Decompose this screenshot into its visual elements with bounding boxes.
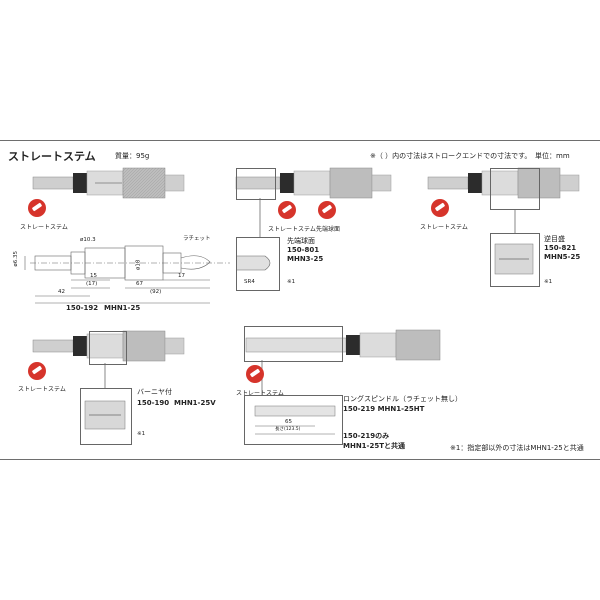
model-821-desc: 逆目盛 [544,235,565,243]
straight-stem-label: ストレートステム [20,224,68,231]
dim-17b: 17 [178,273,185,279]
straight-stem-icon [431,199,449,217]
dim-d-spindle: ø10.3 [80,237,96,243]
callout-219-top [244,326,343,362]
straight-stem-icon [28,362,46,380]
straight-stem-icon [246,365,264,383]
main-model-name: MHN1-25 [104,304,141,312]
dim-15: 15 [90,273,97,279]
model-801-desc: 先端球面 [287,237,315,245]
model-801-note: ※1 [287,279,296,285]
tip-spherical-icon [318,201,336,219]
dim-ratchet: ラチェット [183,236,211,242]
section-title: ストレートステム [8,150,96,163]
straight-stem-label: ストレートステム [420,224,468,231]
detail-219-dim2: 長さ(123.5) [275,427,301,432]
model-219-shared: MHN1-25Tと共通 [343,442,405,450]
callout-821-top [490,168,540,210]
model-821-code: 150-821 [544,244,577,252]
top-rule [0,140,600,141]
callout-801-top [236,168,276,200]
detail-801 [236,237,280,291]
detail-190 [80,388,132,445]
model-801-name: MHN3-25 [287,255,324,263]
mass-label: 質量：95g [115,152,150,160]
main-model-code: 150-192 [66,304,99,312]
footnote: ※1：指定部以外の寸法はMHN1-25と共通 [450,444,584,452]
dim-67: 67 [136,281,143,287]
model-219-desc: ロングスピンドル（ラチェット無し） [343,395,462,403]
model-821-note: ※1 [544,279,553,285]
straight-stem-label: ストレートステム [268,226,316,233]
straight-stem-icon [278,201,296,219]
dim-42: 42 [58,289,65,295]
model-801-code: 150-801 [287,246,320,254]
model-190-desc: バーニヤ付 [137,388,172,396]
detail-219-dim1: 65 [285,419,292,425]
model-219-code: 150-219 MHN1-25HT [343,405,425,413]
model-190-note: ※1 [137,431,146,437]
model-821-name: MHN5-25 [544,253,581,261]
detail-821 [490,233,540,287]
detail-801-sr: SR4 [244,279,255,285]
straight-stem-label: ストレートステム [236,390,284,397]
bottom-rule [0,459,600,460]
model-190-name: MHN1-25V [174,399,216,407]
model-219-only: 150-219のみ [343,432,390,440]
model-190-code: 150-190 [137,399,170,407]
dim-92: (92) [150,289,162,295]
tip-spherical-label: 先端球面 [316,226,341,233]
detail-219 [244,395,343,445]
unit-label: 単位：mm [535,152,570,160]
callout-190-top [89,331,127,365]
stroke-note: ※（ ）内の寸法はストロークエンドでの寸法です。 [370,152,532,160]
straight-stem-icon [28,199,46,217]
dim-17a: (17) [86,281,98,287]
straight-stem-label: ストレートステム [18,386,66,393]
